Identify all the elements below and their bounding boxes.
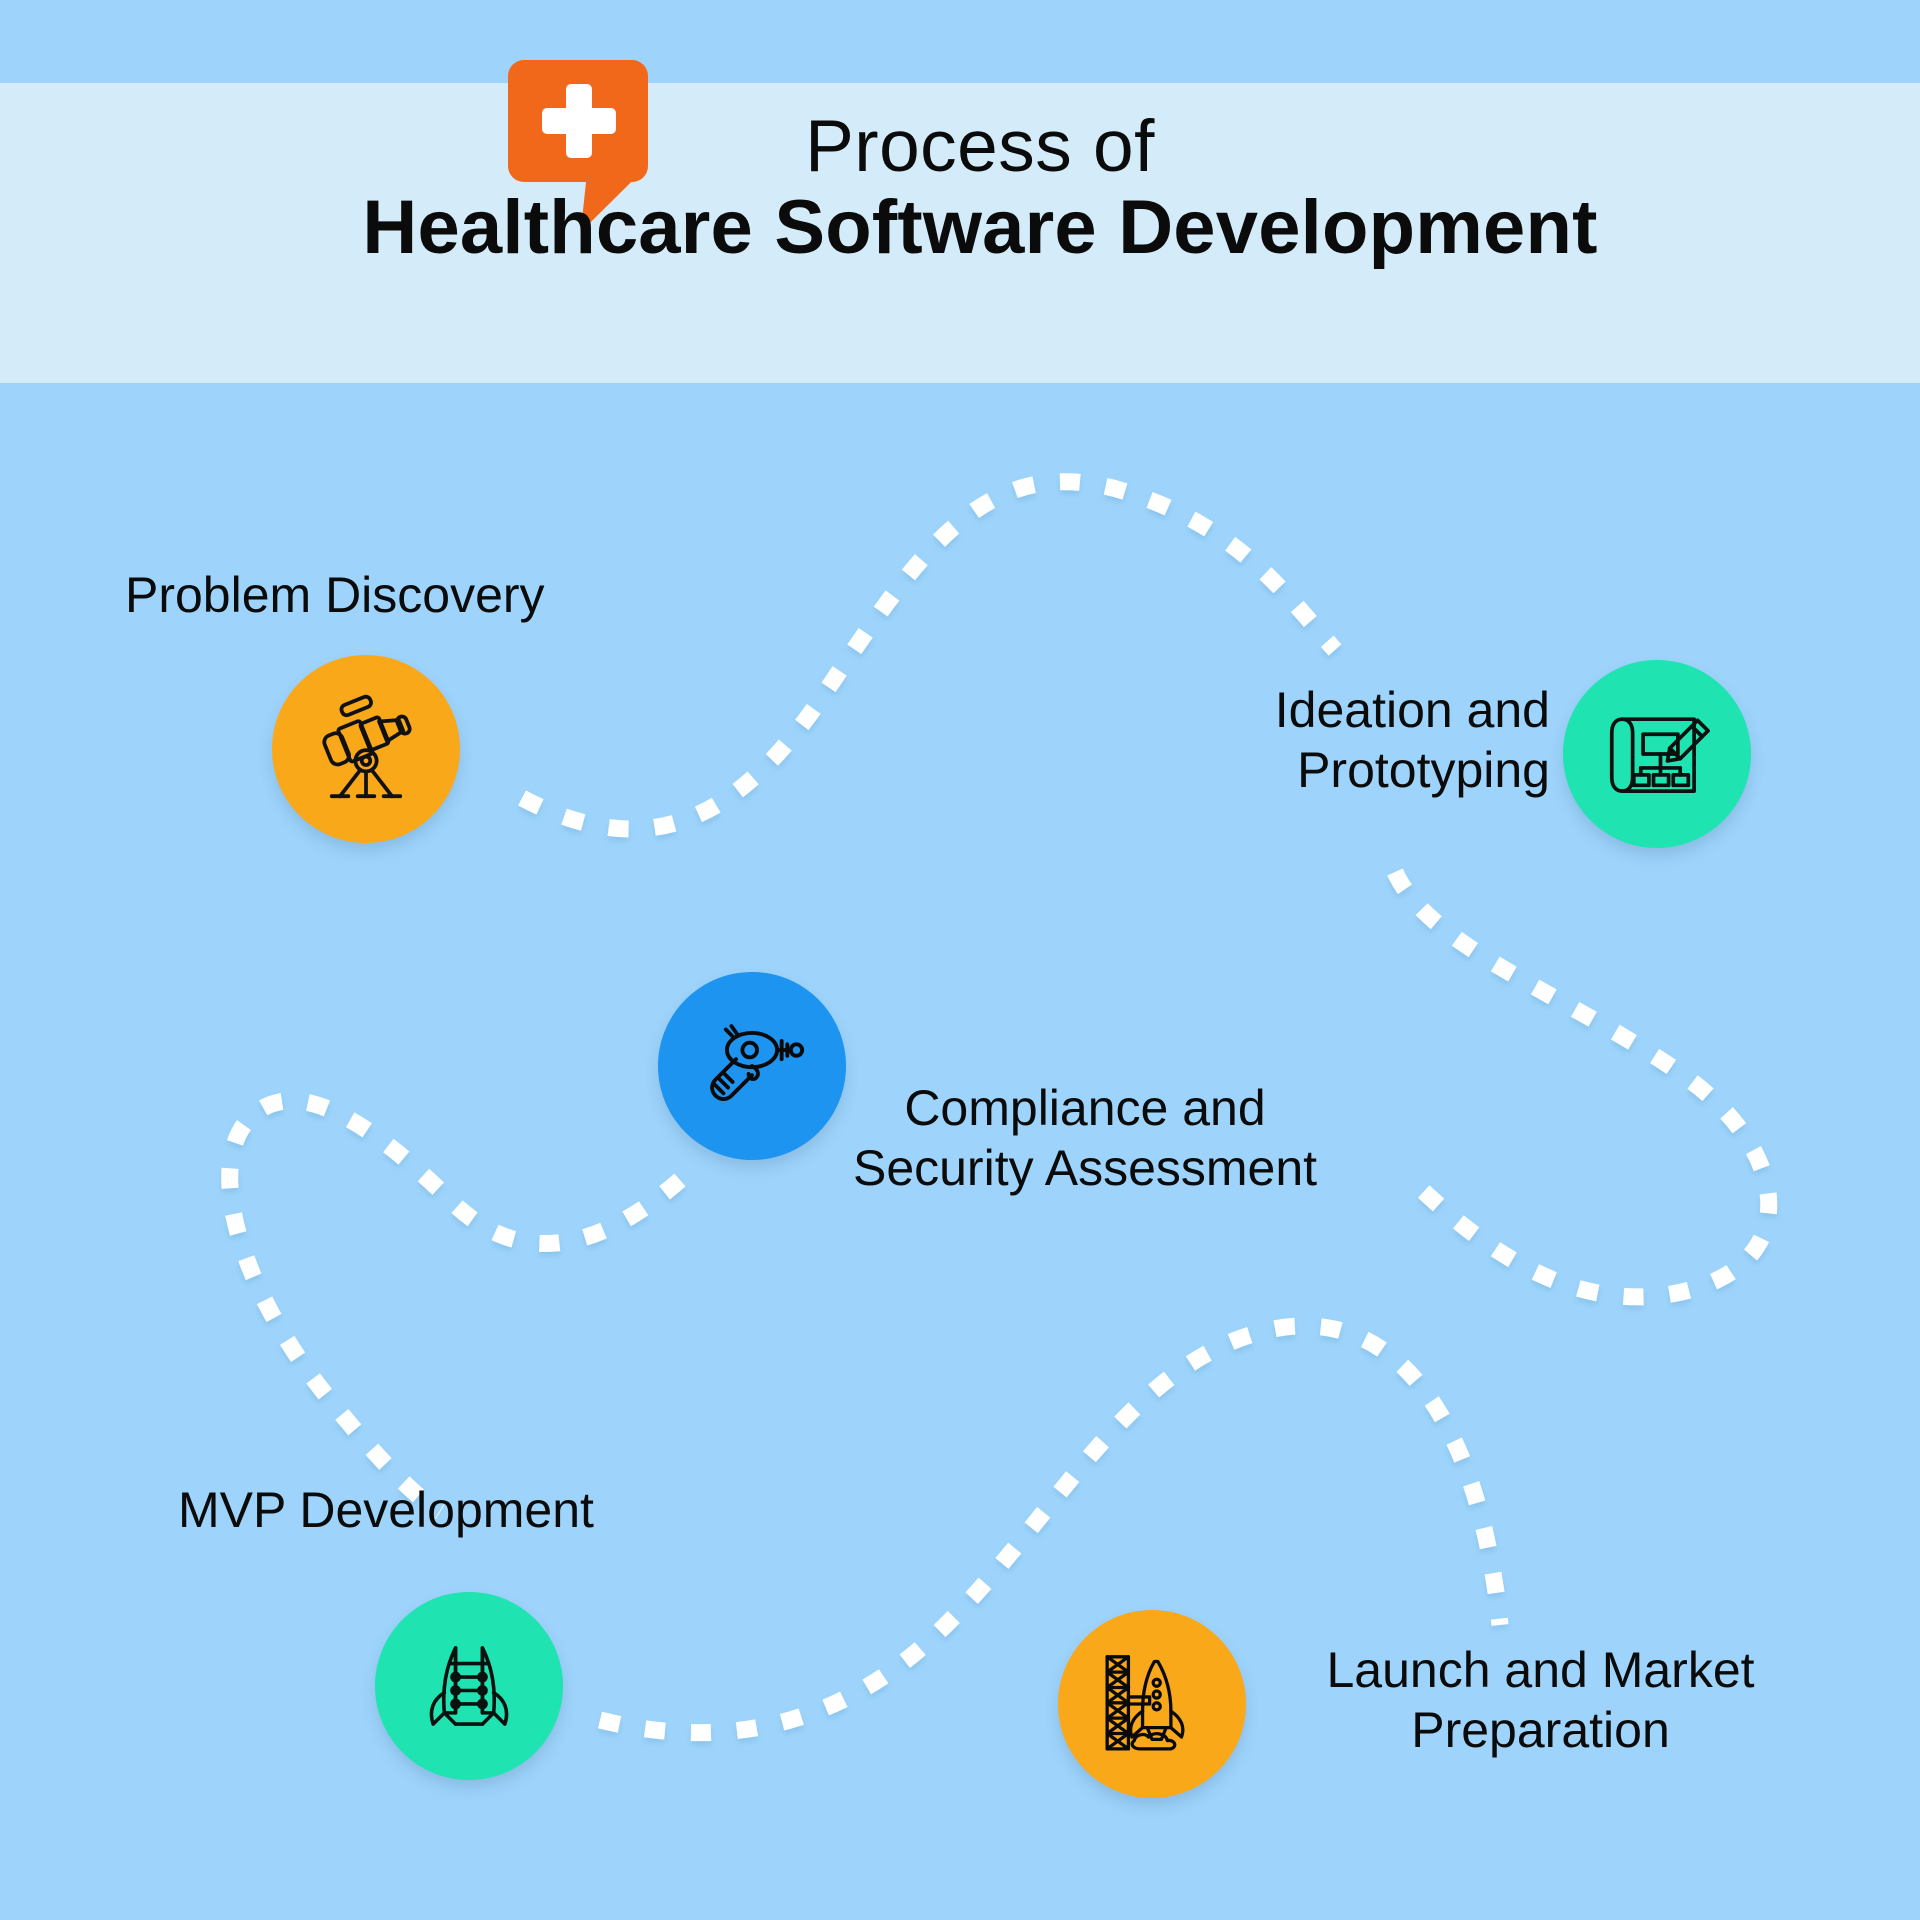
step-label-launch-market-preparation: Launch and Market Preparation: [1326, 1642, 1755, 1758]
rocket-icon: [429, 1646, 509, 1726]
step-label-mvp-development: MVP Development: [178, 1482, 594, 1538]
path-mvp-to-launch: [597, 1317, 1509, 1742]
step-node-problem-discovery[interactable]: [272, 655, 460, 843]
scanner-gun-icon: [710, 1024, 805, 1101]
step-label-compliance-security: Compliance and Security Assessment: [852, 1080, 1318, 1196]
path-compliance-to-mvp: [221, 1092, 686, 1520]
page-title: Process of Healthcare Software Developme…: [200, 106, 1760, 273]
step-label-ideation-prototyping: Ideation and Prototyping: [1274, 682, 1550, 798]
blueprint-pencil-icon: [1609, 717, 1710, 793]
cross-horizontal-bar: [542, 108, 616, 134]
rocket-launchpad-icon: [1105, 1655, 1185, 1751]
title-line-1: Process of: [805, 106, 1155, 187]
step-node-mvp-development[interactable]: [375, 1592, 563, 1780]
step-node-compliance-security[interactable]: [658, 972, 846, 1160]
telescope-icon: [322, 694, 412, 799]
header-band: [0, 83, 1920, 383]
path-ideation-to-compliance: [1387, 868, 1778, 1306]
title-line-2: Healthcare Software Development: [362, 185, 1598, 271]
header: Process of Healthcare Software Developme…: [0, 0, 1920, 383]
path-problem-to-ideation: [518, 473, 1342, 838]
step-label-problem-discovery: Problem Discovery: [125, 567, 545, 623]
step-node-ideation-prototyping[interactable]: [1563, 660, 1751, 848]
medical-cross-speech-bubble-icon: [508, 60, 656, 232]
step-node-launch-market-preparation[interactable]: [1058, 1610, 1246, 1798]
